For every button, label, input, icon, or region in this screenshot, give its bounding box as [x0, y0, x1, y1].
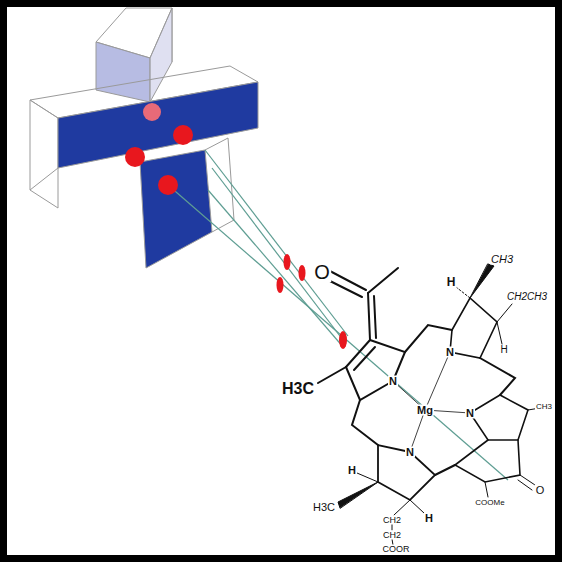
detector-edge [228, 138, 234, 220]
beam-line [212, 168, 346, 344]
bond [410, 500, 424, 513]
bond [392, 524, 393, 530]
atom-label: N [465, 408, 475, 419]
detector-edge [30, 190, 58, 208]
atom-label: N [405, 447, 415, 458]
atom-label: CH3 [535, 403, 553, 411]
atom-label: O [535, 485, 546, 496]
bond [485, 482, 488, 497]
atom-label: COOMe [474, 499, 505, 507]
atom-label: H [424, 513, 434, 524]
atom-label: N [445, 347, 455, 358]
atom-label: H [499, 345, 508, 355]
bond [497, 322, 502, 344]
molecule [318, 264, 540, 545]
atom-label: Mg [416, 405, 434, 416]
atom-label: H3C [312, 502, 336, 513]
atom-label: CH2 [382, 516, 402, 525]
bond [480, 358, 515, 395]
frame [7, 7, 555, 555]
detector [30, 8, 258, 268]
atom-label: H3C [281, 381, 315, 397]
bond [425, 352, 450, 410]
atom-label: O [313, 262, 331, 282]
atom-label: CH3 [490, 254, 514, 265]
detector-edge [58, 168, 59, 208]
beam-line [208, 190, 344, 348]
spot [125, 147, 145, 167]
bond [368, 293, 370, 340]
bond [497, 304, 512, 322]
spot [339, 331, 347, 349]
bond [326, 279, 362, 297]
atom-label: H [347, 465, 357, 476]
bond [352, 400, 378, 445]
beam-lines [168, 150, 508, 480]
bond [378, 445, 435, 500]
detector-face [96, 42, 150, 102]
atom-label: CH2CH3 [506, 292, 548, 302]
wedge-bond [470, 264, 494, 298]
bond [368, 268, 398, 293]
detector-edge [205, 138, 228, 150]
bond [435, 465, 455, 475]
bond [357, 473, 378, 482]
spot [158, 175, 178, 195]
bond [455, 440, 520, 482]
beam-line [168, 185, 508, 480]
spot [284, 254, 291, 270]
detector-face [150, 8, 172, 102]
bond [346, 340, 370, 367]
bond [456, 287, 470, 298]
bond [518, 480, 532, 490]
detector-face [140, 150, 212, 268]
bond [354, 347, 375, 370]
coordination [393, 352, 470, 452]
detector-face [58, 82, 258, 168]
bond [470, 395, 528, 440]
beam-line [205, 150, 348, 336]
spot [299, 265, 306, 281]
spots [125, 103, 347, 349]
bond [450, 298, 497, 358]
bond [346, 367, 393, 400]
spot [277, 277, 284, 293]
atom-label: N [388, 376, 398, 387]
atom-label: H [446, 276, 457, 288]
detector-box [30, 100, 58, 190]
bond [328, 270, 366, 290]
atom-label: COOR [382, 544, 411, 553]
spot [143, 103, 161, 121]
bond [318, 367, 346, 383]
bond [394, 500, 410, 515]
atom-label: CH2 [382, 531, 402, 540]
spot [173, 125, 193, 145]
bond [374, 296, 376, 338]
wedge-bond [338, 482, 378, 508]
